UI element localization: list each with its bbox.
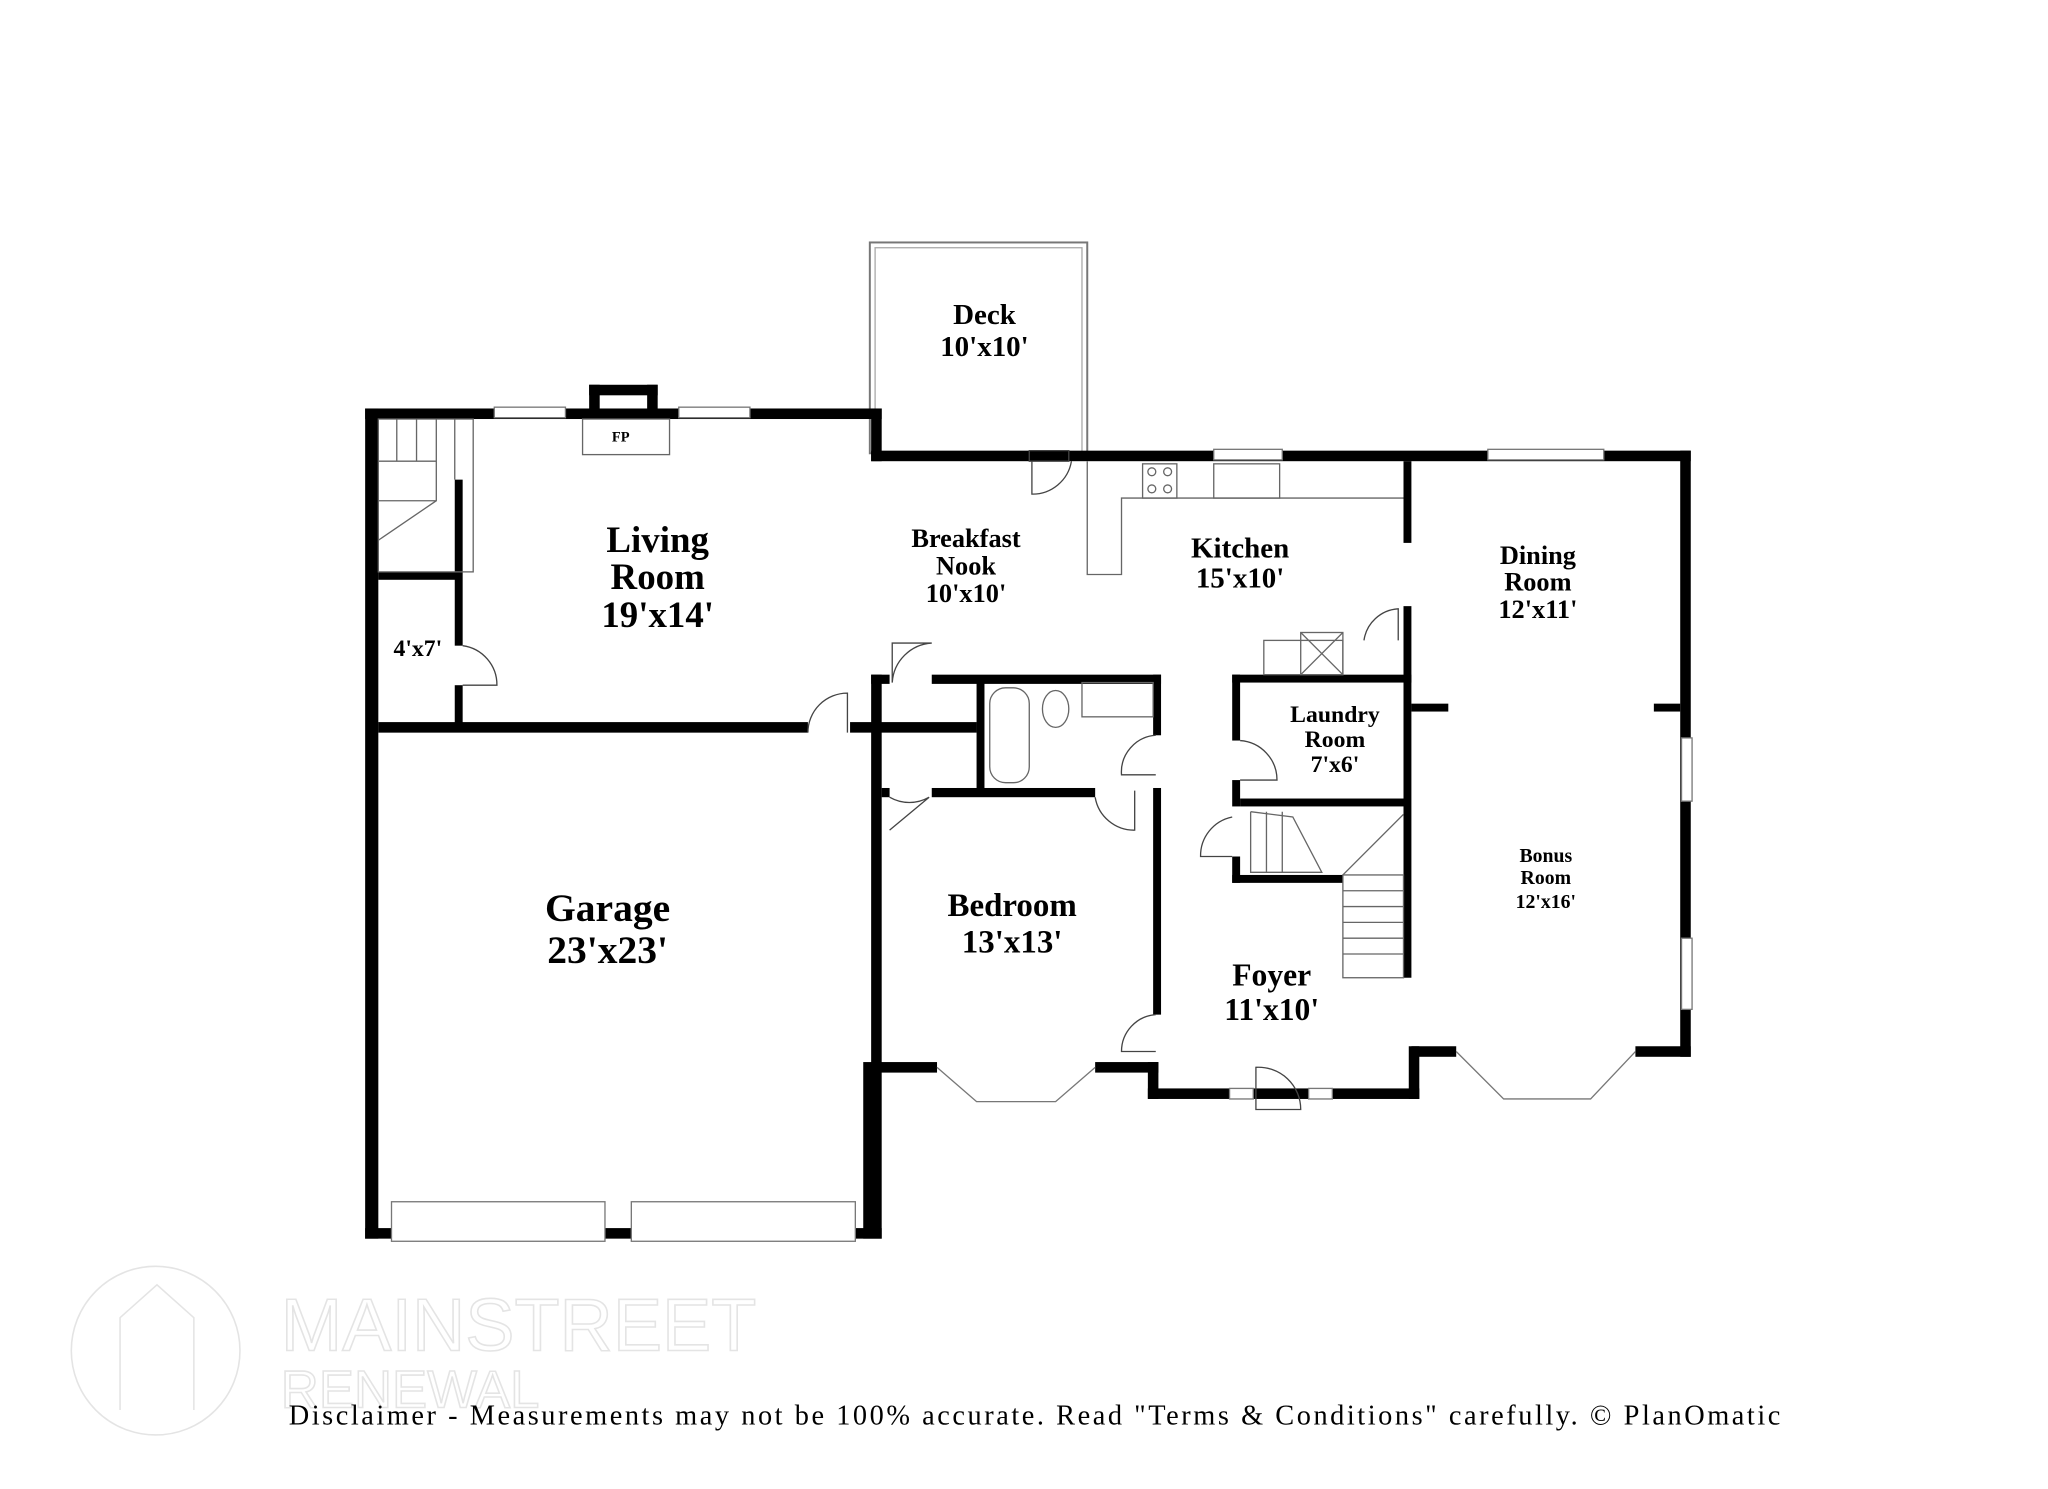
- svg-text:12'x16': 12'x16': [1516, 891, 1576, 913]
- svg-text:Deck: Deck: [953, 299, 1017, 331]
- toilet: [1041, 689, 1070, 729]
- svg-text:Nook: Nook: [936, 552, 996, 581]
- svg-text:10'x10': 10'x10': [926, 579, 1007, 608]
- room-label-kitchen: Kitchen 15'x10': [1191, 532, 1289, 594]
- svg-text:Foyer: Foyer: [1232, 958, 1311, 993]
- disclaimer: Disclaimer - Measurements may not be 100…: [289, 1400, 1781, 1431]
- svg-text:Garage: Garage: [545, 886, 670, 930]
- room-label-living-room: Living Room 19'x14': [601, 519, 714, 635]
- bathtub: [989, 687, 1030, 784]
- room-label-garage: Garage 23'x23': [545, 886, 670, 972]
- svg-text:7'x6': 7'x6': [1311, 752, 1360, 778]
- svg-text:10'x10': 10'x10': [940, 331, 1029, 363]
- room-label-deck: Deck 10'x10': [940, 299, 1029, 363]
- bath-sink: [1081, 681, 1154, 718]
- svg-text:Kitchen: Kitchen: [1191, 532, 1289, 564]
- svg-text:Room: Room: [611, 556, 706, 597]
- svg-text:12'x11': 12'x11': [1498, 595, 1577, 624]
- room-label-laundry-room: Laundry Room 7'x6': [1290, 702, 1380, 778]
- svg-text:MAINSTREET: MAINSTREET: [281, 1284, 757, 1367]
- svg-text:15'x10': 15'x10': [1196, 563, 1285, 595]
- room-label-bedroom: Bedroom 13'x13': [947, 888, 1076, 961]
- doors: [462, 449, 1399, 1111]
- svg-text:13'x13': 13'x13': [962, 925, 1063, 961]
- fireplace: [581, 418, 671, 456]
- svg-text:4'x7': 4'x7': [393, 636, 442, 662]
- svg-text:FP: FP: [612, 429, 630, 445]
- svg-text:Laundry: Laundry: [1290, 702, 1380, 728]
- svg-text:Living: Living: [606, 519, 709, 560]
- sink: [1213, 463, 1281, 499]
- watermark-logo: MAINSTREET RENEWAL: [70, 1265, 757, 1436]
- svg-text:Dining: Dining: [1500, 541, 1576, 570]
- walls: [365, 384, 1691, 1239]
- room-label-bonus-room: Bonus Room 12'x16': [1516, 845, 1576, 913]
- svg-text:Breakfast: Breakfast: [911, 524, 1020, 553]
- svg-text:Bonus: Bonus: [1519, 845, 1572, 867]
- stairs-living: [377, 418, 474, 573]
- stairs-foyer: [1342, 813, 1405, 979]
- svg-text:23'x23': 23'x23': [547, 928, 668, 972]
- room-label-closet: 4'x7': [393, 636, 442, 662]
- svg-text:Room: Room: [1305, 727, 1366, 753]
- svg-text:11'x10': 11'x10': [1224, 992, 1319, 1027]
- svg-text:RENEWAL: RENEWAL: [281, 1360, 540, 1419]
- svg-text:Room: Room: [1521, 867, 1572, 889]
- windows: [390, 406, 1693, 1242]
- room-label-foyer: Foyer 11'x10': [1224, 958, 1319, 1027]
- svg-text:Bedroom: Bedroom: [947, 888, 1076, 924]
- stove: [1141, 463, 1178, 499]
- room-label-breakfast-nook: Breakfast Nook 10'x10': [911, 524, 1020, 608]
- fixtures: FP: [377, 418, 1405, 1111]
- svg-text:19'x14': 19'x14': [601, 594, 714, 635]
- room-label-dining-room: Dining Room 12'x11': [1498, 541, 1577, 624]
- svg-text:Room: Room: [1504, 567, 1571, 596]
- stairs-laundry: [1249, 811, 1323, 873]
